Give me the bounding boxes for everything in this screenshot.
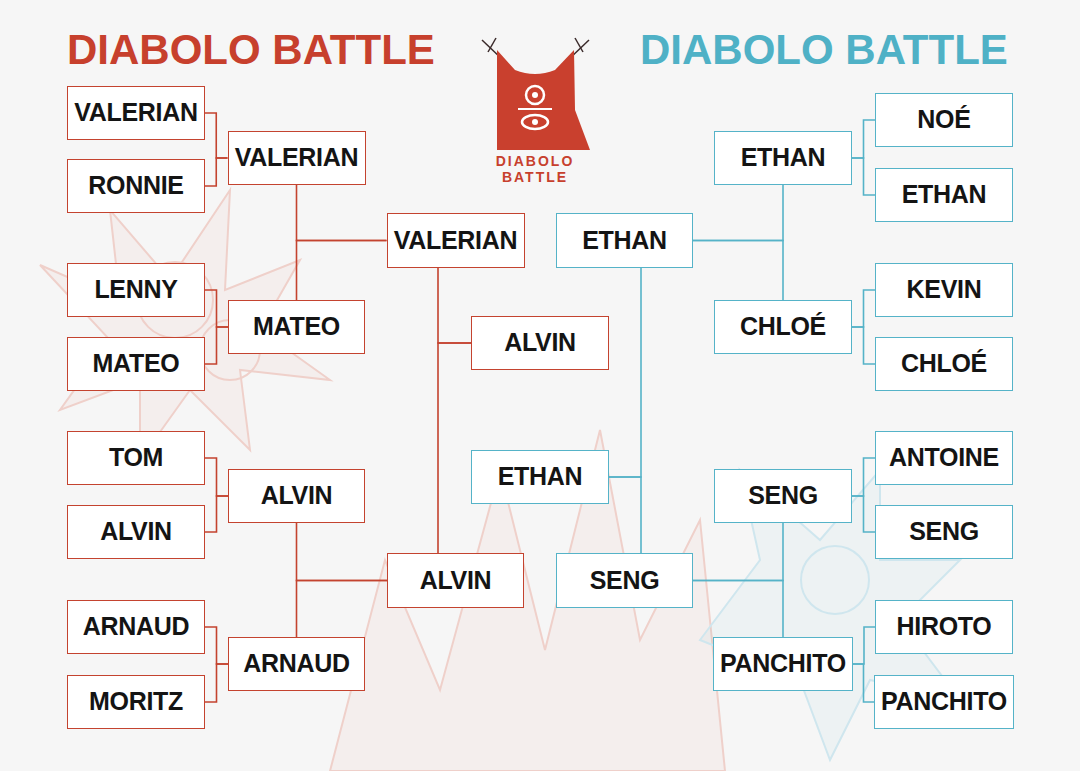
player-name: ALVIN <box>504 329 576 357</box>
bracket-box: ETHAN <box>471 450 609 504</box>
bracket-line <box>853 664 874 702</box>
player-name: VALERIAN <box>394 227 518 255</box>
player-name: ALVIN <box>100 518 172 546</box>
bracket-box: MATEO <box>67 337 205 391</box>
player-name: MATEO <box>253 313 340 341</box>
bracket-box: ARNAUD <box>228 637 365 691</box>
bracket-box: ETHAN <box>875 168 1013 222</box>
bracket-box: PANCHITO <box>874 675 1014 729</box>
player-name: PANCHITO <box>720 650 846 678</box>
player-name: MORITZ <box>89 688 183 716</box>
bracket-box: ETHAN <box>556 213 693 268</box>
player-name: SENG <box>748 482 818 510</box>
bracket-box: SENG <box>714 469 852 523</box>
bracket-line <box>852 458 875 496</box>
bracket-line <box>205 496 228 532</box>
player-name: ARNAUD <box>83 613 190 641</box>
player-name: VALERIAN <box>74 99 198 127</box>
bracket-box: VALERIAN <box>67 86 205 140</box>
player-name: KEVIN <box>907 276 982 304</box>
player-name: CHLOÉ <box>740 313 826 341</box>
bracket-box: MORITZ <box>67 675 205 729</box>
player-name: RONNIE <box>88 172 183 200</box>
bracket-box: ALVIN <box>228 469 365 523</box>
bracket-line <box>852 327 875 364</box>
bracket-line <box>438 268 471 343</box>
logo-wordmark: DIABOLO BATTLE <box>480 153 590 185</box>
bracket-box: VALERIAN <box>387 213 525 268</box>
bracket-line <box>297 241 387 301</box>
player-name: SENG <box>590 567 660 595</box>
bracket-line <box>693 241 783 301</box>
player-name: MATEO <box>93 350 180 378</box>
bracket-box: CHLOÉ <box>875 337 1013 391</box>
player-name: ETHAN <box>902 181 987 209</box>
bracket-line <box>609 268 641 477</box>
bracket-line <box>205 290 228 327</box>
player-name: ARNAUD <box>243 650 350 678</box>
bracket-box: ALVIN <box>67 505 205 559</box>
bracket-line <box>205 458 228 496</box>
player-name: ALVIN <box>261 482 333 510</box>
bracket-box: ARNAUD <box>67 600 205 654</box>
player-name: ETHAN <box>582 227 667 255</box>
bracket-box: ALVIN <box>387 553 524 608</box>
player-name: ETHAN <box>498 463 583 491</box>
bracket-box: CHLOÉ <box>714 300 852 354</box>
bracket-line <box>205 327 228 364</box>
battle-title: DIABOLO BATTLE <box>640 29 1008 71</box>
bracket-box: PANCHITO <box>713 637 853 691</box>
bracket-box: SENG <box>556 553 693 608</box>
bracket-line <box>852 120 875 158</box>
bracket-line <box>205 113 228 158</box>
bracket-line <box>205 158 228 186</box>
player-name: ANTOINE <box>889 444 999 472</box>
starburst-decoration <box>330 430 725 771</box>
bracket-box: LENNY <box>67 263 205 317</box>
bracket-line <box>205 664 228 702</box>
bracket-line <box>205 627 228 664</box>
diabolo-sketch <box>801 546 869 614</box>
player-name: ETHAN <box>741 144 826 172</box>
player-name: PANCHITO <box>881 688 1007 716</box>
bracket-line <box>438 343 471 553</box>
bracket-box: VALERIAN <box>228 131 366 185</box>
player-name: SENG <box>909 518 979 546</box>
bracket-line <box>297 523 388 581</box>
player-name: CHLOÉ <box>901 350 987 378</box>
bracket-box: HIROTO <box>875 600 1013 654</box>
player-name: VALERIAN <box>235 144 359 172</box>
bracket-line <box>693 581 783 638</box>
bracket-line <box>609 477 641 553</box>
player-name: TOM <box>109 444 163 472</box>
battle-title: DIABOLO BATTLE <box>67 29 435 71</box>
bracket-box: RONNIE <box>67 159 205 213</box>
bracket-line <box>852 158 875 195</box>
bracket-box: SENG <box>875 505 1013 559</box>
player-name: ALVIN <box>420 567 492 595</box>
player-name: LENNY <box>94 276 177 304</box>
bracket-line <box>853 627 875 664</box>
bracket-line <box>852 496 875 532</box>
bracket-box: ALVIN <box>471 316 609 370</box>
bracket-box: KEVIN <box>875 263 1013 317</box>
bracket-line <box>693 523 783 581</box>
bracket-box: MATEO <box>228 300 365 354</box>
bracket-line <box>852 290 875 327</box>
bracket-box: NOÉ <box>875 93 1013 147</box>
bracket-box: TOM <box>67 431 205 485</box>
player-name: NOÉ <box>917 106 970 134</box>
logo-symbol <box>482 38 590 150</box>
bracket-line <box>693 185 783 241</box>
bracket-box: ETHAN <box>714 131 852 185</box>
bracket-line <box>297 581 388 638</box>
player-name: HIROTO <box>897 613 992 641</box>
bracket-box: ANTOINE <box>875 431 1013 485</box>
bracket-line <box>297 185 387 241</box>
